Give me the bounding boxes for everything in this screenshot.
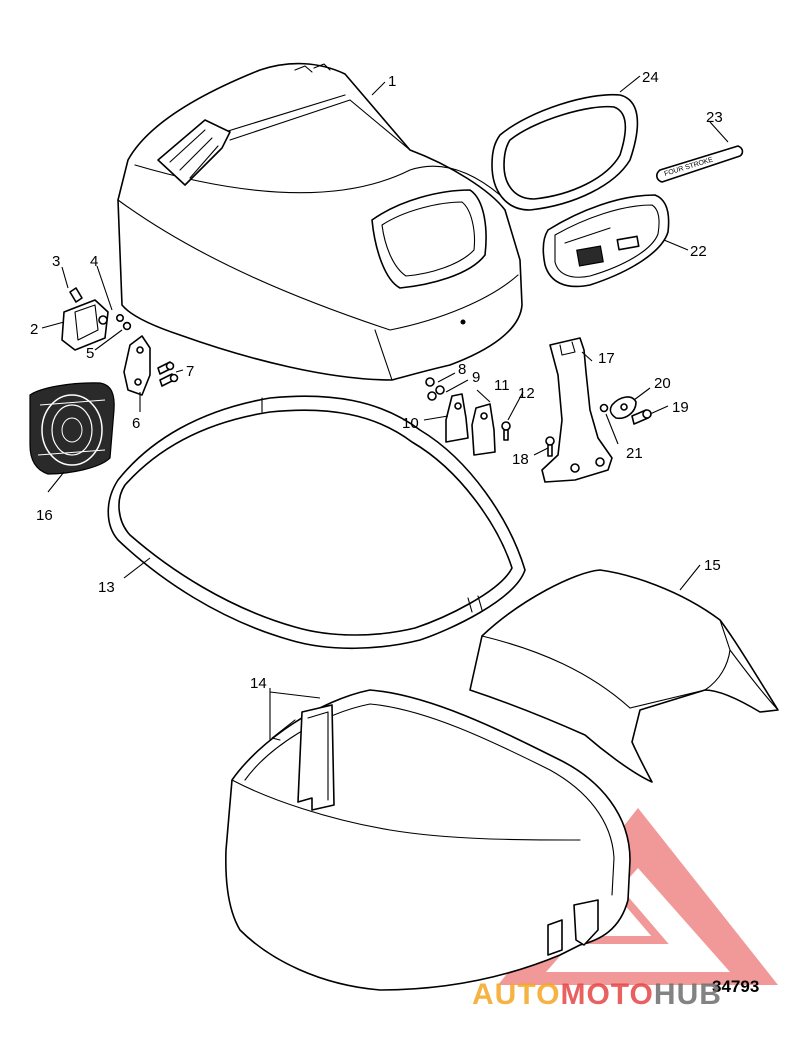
part-4-washer [116,313,125,322]
callout-5: 5 [86,345,94,362]
callout-6: 6 [132,415,140,432]
callout-10: 10 [402,415,419,432]
part-20-plate [609,396,637,420]
leader-lines [41,75,729,740]
callout-23: 23 [706,109,723,126]
part-10-bracket [445,393,469,443]
watermark-auto: AUTO [472,978,560,1011]
part-2-latch [61,299,109,351]
part-19-screw [631,409,652,425]
callout-9: 9 [472,369,480,386]
part-7-screws [157,361,179,387]
figure-number: 34793 [712,977,759,996]
callout-numbers: 1 24 23 22 3 4 2 5 6 7 8 9 10 11 12 18 1… [30,69,723,692]
callout-24: 24 [642,69,659,86]
part-15-top-cap [469,569,779,783]
callout-15: 15 [704,557,721,574]
callout-22: 22 [690,243,707,260]
part-12-screws [501,421,511,441]
callout-11: 11 [494,377,510,394]
callout-2: 2 [30,321,38,338]
part-13-seal [107,395,526,650]
part-3-screw [69,287,83,303]
part-8-nut [425,377,435,387]
callout-14: 14 [250,675,267,692]
part-16-rear-cover [29,382,115,475]
callout-7: 7 [186,363,194,380]
callout-3: 3 [52,253,60,270]
part-17-support-bracket [541,337,613,483]
part-23-decal: FOUR STROKE [656,145,744,183]
callout-18: 18 [512,451,529,468]
part-14-lower-cowl [225,689,631,991]
callout-16: 16 [36,507,53,524]
callout-8: 8 [458,361,466,378]
callout-13: 13 [98,579,115,596]
svg-text:AUTOMOTOHUB: AUTOMOTOHUB [472,978,722,1011]
part-5-nut [122,321,132,331]
part-1-top-cowl [117,62,523,381]
callout-12: 12 [518,385,535,402]
callout-21: 21 [626,445,643,462]
part-22-front-panel [542,194,670,288]
part-21-washer [599,403,609,413]
watermark-text: AUTOMOTOHUB [472,978,722,1011]
watermark-hub: HUB [654,978,722,1011]
callout-17: 17 [598,350,615,367]
part-9-washers [427,385,445,401]
watermark-moto: MOTO [560,978,653,1011]
part-11-bracket [471,403,496,456]
callout-20: 20 [654,375,671,392]
callout-1: 1 [388,73,396,90]
part-6-hinge-bracket [123,335,151,396]
part-18-screw [545,436,555,457]
callout-4: 4 [90,253,98,270]
callout-19: 19 [672,399,689,416]
part-24-gasket [491,93,639,211]
